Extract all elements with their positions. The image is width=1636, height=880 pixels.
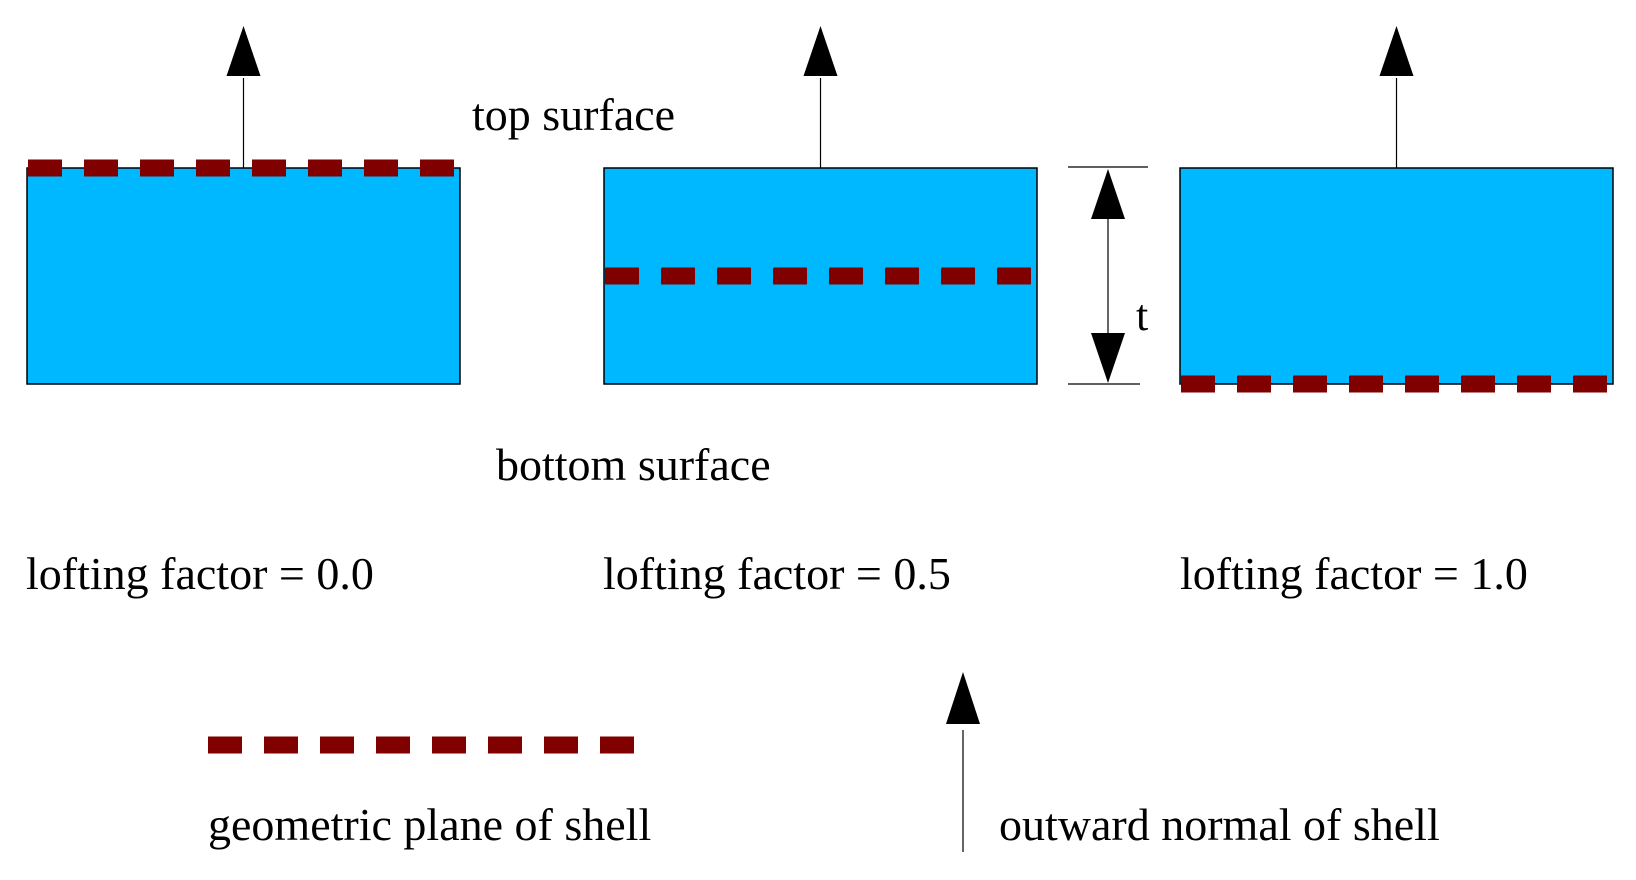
geometric-plane-dash	[829, 267, 863, 285]
bottom-surface-label: bottom surface	[496, 439, 771, 490]
arrowhead-up-icon	[1091, 169, 1125, 219]
geometric-plane-dash	[364, 159, 398, 177]
normal-arrow-icon	[803, 26, 838, 76]
geometric-plane-dash	[1461, 375, 1495, 393]
legend-plane-label: geometric plane of shell	[208, 799, 651, 850]
geometric-plane-dash	[941, 267, 975, 285]
arrowhead-down-icon	[1091, 333, 1125, 383]
geometric-plane-dash	[1517, 375, 1551, 393]
shell-body	[26, 167, 461, 385]
geometric-plane-dash	[1349, 375, 1383, 393]
thickness-dimension: t	[1068, 166, 1148, 385]
shell-body	[1179, 167, 1614, 385]
geometric-plane-dash	[885, 267, 919, 285]
geometric-plane-dash	[196, 159, 230, 177]
legend-plane-dash	[600, 736, 634, 754]
legend-normal-arrow-icon	[946, 672, 980, 724]
lofting-label-0: lofting factor = 0.0	[26, 548, 374, 599]
geometric-plane-dash	[308, 159, 342, 177]
legend-plane-dash	[264, 736, 298, 754]
top-surface-label: top surface	[472, 89, 675, 140]
geometric-plane-dash	[1237, 375, 1271, 393]
legend-plane-dash	[432, 736, 466, 754]
geometric-plane-dash	[28, 159, 62, 177]
geometric-plane-dash	[1181, 375, 1215, 393]
normal-arrow-icon	[226, 26, 261, 76]
shell-panel-2	[1179, 26, 1614, 393]
geometric-plane-dash	[605, 267, 639, 285]
lofting-label-1: lofting factor = 0.5	[603, 548, 951, 599]
geometric-plane-dash	[1293, 375, 1327, 393]
shell-panel-0	[26, 26, 461, 385]
legend-plane-dash	[376, 736, 410, 754]
geometric-plane-dash	[140, 159, 174, 177]
legend-normal-label: outward normal of shell	[999, 799, 1440, 850]
legend-plane-dash	[488, 736, 522, 754]
lofting-label-2: lofting factor = 1.0	[1180, 548, 1528, 599]
legend-plane-dash	[320, 736, 354, 754]
geometric-plane-dash	[84, 159, 118, 177]
geometric-plane-dash	[661, 267, 695, 285]
legend-plane-dash	[544, 736, 578, 754]
geometric-plane-dash	[1573, 375, 1607, 393]
legend-plane-dash	[208, 736, 242, 754]
thickness-label: t	[1136, 291, 1148, 340]
shell-panel-1	[603, 26, 1038, 385]
geometric-plane-dash	[252, 159, 286, 177]
normal-arrow-icon	[1379, 26, 1414, 76]
geometric-plane-dash	[717, 267, 751, 285]
legend: geometric plane of shell outward normal …	[208, 672, 1440, 852]
geometric-plane-dash	[773, 267, 807, 285]
geometric-plane-dash	[420, 159, 454, 177]
geometric-plane-dash	[997, 267, 1031, 285]
geometric-plane-dash	[1405, 375, 1439, 393]
legend-plane-symbol	[208, 736, 634, 754]
